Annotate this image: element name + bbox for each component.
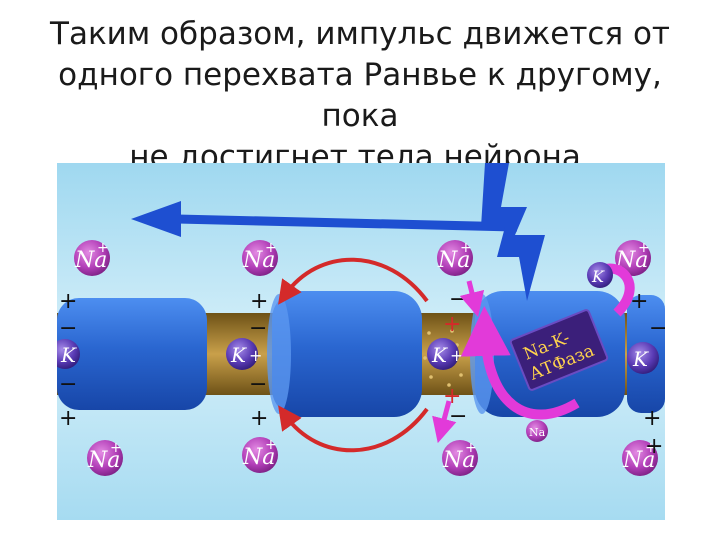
svg-text:K: K [591,267,605,286]
k-ion-left: K [57,339,80,369]
title-line-1: Таким образом, импульс движется от [50,16,670,52]
svg-text:+: + [443,312,461,337]
svg-text:−: − [59,316,77,341]
myelin-segment-1 [57,298,207,410]
svg-text:+: + [450,346,463,365]
svg-text:Na: Na [442,448,475,473]
title-line-2: одного перехвата Ранвье к другому, пока [58,57,662,134]
na-ion: Na + [242,240,278,276]
na-ion: Na + [87,440,123,476]
na-ion: Na + [622,440,658,476]
svg-text:K: K [632,347,649,371]
svg-text:−: − [449,287,467,312]
svg-text:−: − [59,372,77,397]
svg-text:+: + [465,440,477,456]
k-ion-node-2: K + [427,338,463,370]
na-k-atpase-pump: Na-K- АТФаза [509,309,609,391]
svg-text:+: + [460,240,472,256]
na-ion: Na + [74,240,110,276]
k-ion-pump: K [587,262,613,288]
svg-text:+: + [97,240,109,256]
svg-text:Na: Na [87,448,120,473]
svg-text:+: + [250,289,268,314]
myelin-segment-2 [272,291,422,417]
svg-text:+: + [265,437,277,453]
svg-text:+: + [645,434,663,459]
svg-text:Na: Na [437,248,470,273]
svg-text:−: − [249,316,267,341]
svg-text:Na: Na [242,445,275,470]
svg-text:−: − [649,316,665,341]
svg-text:+: + [250,406,268,431]
stimulus-lightning-icon [481,163,545,301]
svg-text:+: + [630,289,648,314]
na-ion: Na + [615,240,651,276]
svg-text:K: K [431,343,448,367]
svg-text:Na: Na [529,426,546,439]
local-current-arrows [278,257,429,453]
svg-text:Na: Na [74,248,107,273]
svg-text:Na: Na [242,248,275,273]
na-ions-top: Na + Na + Na + Na + [74,240,651,276]
svg-text:K: K [230,343,247,367]
svg-text:+: + [638,240,650,256]
svg-text:+: + [59,289,77,314]
na-ion: Na + [442,440,478,476]
slide-title: Таким образом, импульс движется от одног… [20,14,700,178]
na-ions-bottom: Na + Na + Na + Na + [87,437,658,476]
na-ion: Na + [242,437,278,473]
impulse-direction-arrow [131,201,518,237]
svg-text:+: + [265,240,277,256]
svg-text:+: + [249,346,262,365]
svg-text:Na: Na [622,448,655,473]
k-ion-node-1: K + [226,338,262,370]
na-ion: Na + [437,240,473,276]
svg-text:+: + [110,440,122,456]
k-ions-core: K K + K + K [57,338,659,374]
svg-text:K: K [60,343,77,367]
svg-text:−: − [249,372,267,397]
na-ion-pump: Na [526,420,548,442]
svg-text:+: + [645,440,657,456]
k-ion-node-3: K [627,342,659,374]
svg-text:+: + [59,406,77,431]
svg-text:+: + [643,406,661,431]
ranvier-node-diagram: K K + K + K Na + Na + Na [57,163,665,520]
